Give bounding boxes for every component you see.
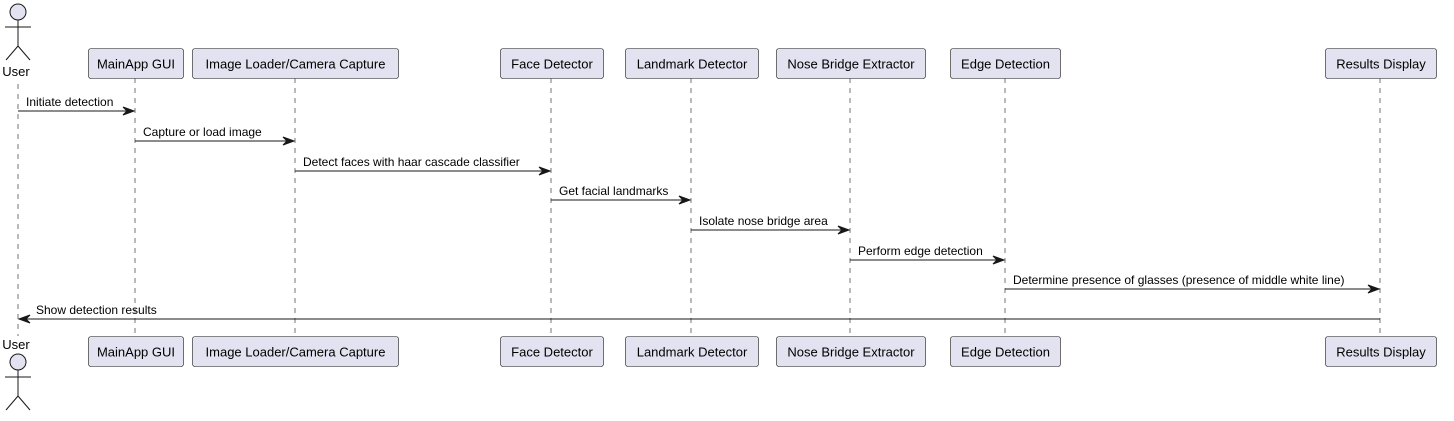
participant-box [1325,48,1437,79]
participant-box [950,48,1061,79]
participant-box [776,336,926,367]
participant-label: Face Detector [511,57,593,72]
message-3: Detect faces with haar cascade classifie… [295,155,552,176]
participant-label: Image Loader/Camera Capture [206,57,386,72]
participant-box [500,48,604,79]
participant-mainapp-bottom: MainApp GUI [88,336,184,367]
participant-box [1325,336,1437,367]
participant-box [192,336,399,367]
participant-loader-top: Image Loader/Camera Capture [192,48,399,79]
message-7: Determine presence of glasses (presence … [1005,273,1381,294]
participant-mainapp-top: MainApp GUI [88,48,184,79]
participant-box [88,336,184,367]
participant-loader-bottom: Image Loader/Camera Capture [192,336,399,367]
participant-label: MainApp GUI [97,345,175,360]
participant-label: Face Detector [511,345,593,360]
participant-edge-bottom: Edge Detection [950,336,1061,367]
participant-nose-bottom: Nose Bridge Extractor [776,336,926,367]
message-8: Show detection results [17,303,1380,324]
participant-label: Nose Bridge Extractor [787,57,915,72]
actor-user-top: User [2,3,31,79]
arrowhead-icon [282,136,296,146]
arrowhead-icon [122,106,136,116]
message-label: Capture or load image [143,125,262,139]
participant-box [500,336,604,367]
participant-box [625,336,759,367]
message-label: Perform edge detection [858,244,983,258]
message-4: Get facial landmarks [551,184,692,205]
message-5: Isolate nose bridge area [691,214,851,235]
arrowhead-icon [17,314,31,324]
arrowhead-icon [538,166,552,176]
actor-figure-icon [5,3,31,61]
arrowhead-icon [837,225,851,235]
participant-landmark-bottom: Landmark Detector [625,336,759,367]
arrowhead-icon [992,255,1006,265]
participant-landmark-top: Landmark Detector [625,48,759,79]
arrowhead-icon [678,195,692,205]
participant-label: Edge Detection [961,345,1050,360]
participant-label: Landmark Detector [637,345,748,360]
participant-results-bottom: Results Display [1325,336,1437,367]
actor-label: User [2,337,30,352]
message-label: Show detection results [36,303,157,317]
message-label: Detect faces with haar cascade classifie… [303,155,520,169]
participant-results-top: Results Display [1325,48,1437,79]
message-label: Isolate nose bridge area [699,214,828,228]
participant-face-top: Face Detector [500,48,604,79]
message-label: Get facial landmarks [559,184,668,198]
message-6: Perform edge detection [850,244,1006,265]
message-label: Initiate detection [26,95,113,109]
participant-label: Results Display [1336,57,1426,72]
participant-nose-top: Nose Bridge Extractor [776,48,926,79]
actor-user-bottom: User [2,337,31,411]
participant-box [776,48,926,79]
participant-label: Image Loader/Camera Capture [206,345,386,360]
participant-face-bottom: Face Detector [500,336,604,367]
message-label: Determine presence of glasses (presence … [1013,273,1345,287]
participant-label: Results Display [1336,345,1426,360]
participant-box [950,336,1061,367]
participant-label: Edge Detection [961,57,1050,72]
participant-edge-top: Edge Detection [950,48,1061,79]
participant-box [88,48,184,79]
actor-figure-icon [5,353,31,411]
participant-label: Landmark Detector [637,57,748,72]
message-1: Initiate detection [18,95,136,116]
participant-label: Nose Bridge Extractor [787,345,915,360]
participant-label: MainApp GUI [97,57,175,72]
message-2: Capture or load image [135,125,296,146]
arrowhead-icon [1367,284,1381,294]
actor-label: User [2,64,30,79]
participant-box [625,48,759,79]
participant-box [192,48,399,79]
